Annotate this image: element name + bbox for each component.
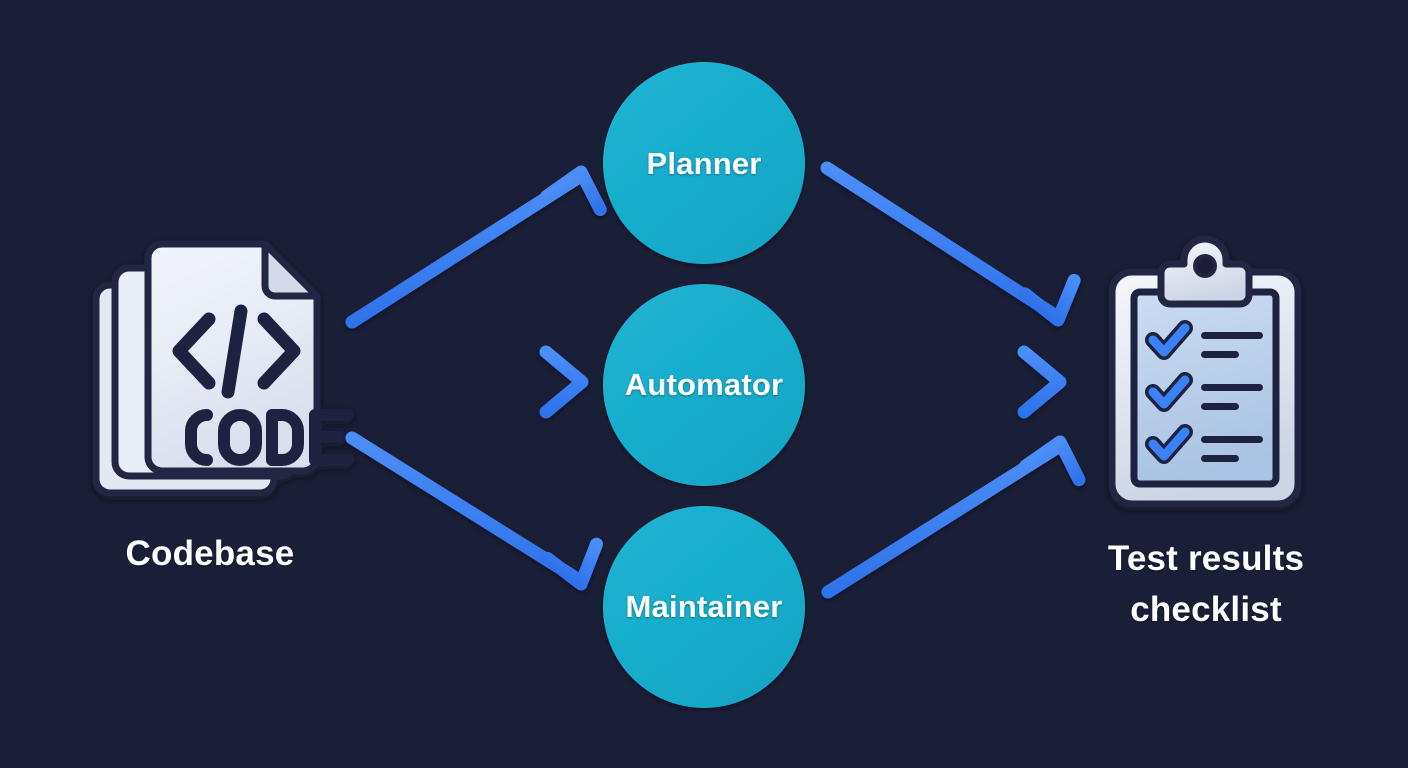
arrow-codebase-to-automator [343,345,589,419]
check-icon [1148,427,1190,461]
clipboard-clip [1157,235,1253,308]
checklist-row-3 [1145,424,1263,464]
arrow-codebase-to-planner [345,165,607,329]
code-wordmark [185,409,354,466]
agent-circle-automator[interactable] [603,284,805,486]
check-icon [1148,323,1190,357]
arrow-maintainer-to-checklist [821,435,1086,599]
clipboard-clip-hole [1193,254,1217,278]
check-icon [1148,375,1190,409]
checklist-row-1 [1145,320,1263,360]
arrow-codebase-to-maintainer [345,431,603,591]
agent-circle-maintainer[interactable] [603,506,805,708]
clipboard-checklist-icon [1108,235,1302,508]
code-angle-brackets-glyph [172,304,301,399]
arrow-automator-to-checklist [819,345,1067,419]
arrow-planner-to-checklist [820,161,1081,327]
agent-circle-planner[interactable] [603,62,805,264]
folded-corner [261,240,321,300]
checklist-row-2 [1145,372,1263,412]
code-files-icon [92,240,354,497]
